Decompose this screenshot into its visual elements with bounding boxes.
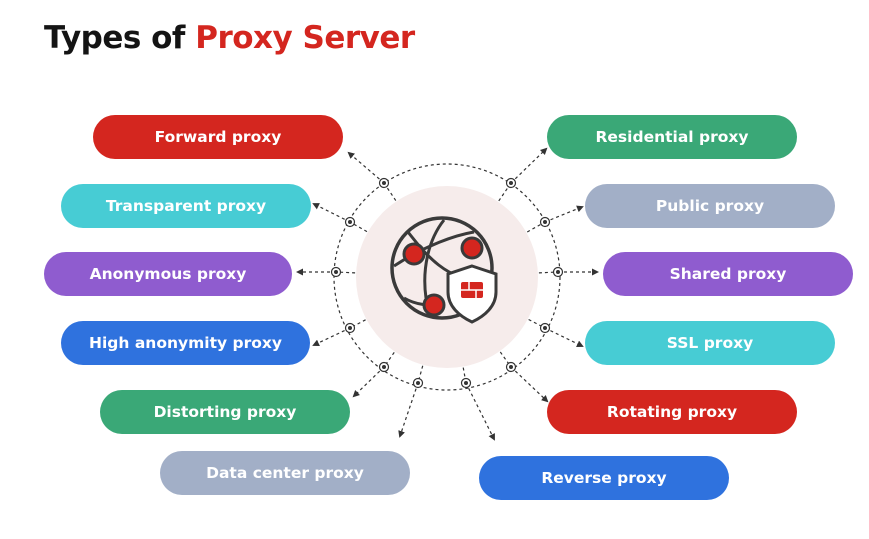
proxy-pill-residential: Residential proxy bbox=[547, 115, 797, 159]
connector-arrow-rotating bbox=[510, 366, 549, 403]
connector-arrow-high-anonymity bbox=[312, 327, 351, 347]
proxy-pill-label: Forward proxy bbox=[154, 128, 282, 146]
title-highlight: Proxy Server bbox=[195, 20, 415, 56]
connector-arrow-public bbox=[544, 205, 584, 223]
connector-node-dot-data-center bbox=[416, 381, 420, 385]
proxy-pill-rotating: Rotating proxy bbox=[547, 390, 797, 434]
connector-node-dot-ssl bbox=[543, 326, 547, 330]
proxy-pill-label: Data center proxy bbox=[206, 464, 364, 482]
connector-arrow-residential bbox=[510, 147, 548, 184]
proxy-pill-transparent: Transparent proxy bbox=[61, 184, 311, 228]
proxy-pill-label: Rotating proxy bbox=[606, 403, 738, 421]
connector-node-dot-anonymous bbox=[334, 270, 338, 274]
title-prefix: Types of bbox=[44, 20, 185, 56]
connector-node-dot-rotating bbox=[509, 365, 513, 369]
connector-arrow-distorting bbox=[352, 366, 385, 398]
proxy-pill-label: SSL proxy bbox=[666, 334, 754, 352]
proxy-pill-label: Distorting proxy bbox=[153, 403, 297, 421]
connector-arrow-ssl bbox=[544, 327, 584, 347]
globe-network-shield-icon bbox=[390, 216, 498, 324]
proxy-pill-high-anonymity: High anonymity proxy bbox=[61, 321, 310, 365]
proxy-pill-reverse: Reverse proxy bbox=[479, 456, 729, 500]
proxy-pill-label: Shared proxy bbox=[669, 265, 787, 283]
proxy-pill-shared: Shared proxy bbox=[603, 252, 853, 296]
connector-node-dot-high-anonymity bbox=[348, 326, 352, 330]
proxy-pill-public: Public proxy bbox=[585, 184, 835, 228]
connector-node-dot-shared bbox=[556, 270, 560, 274]
connector-arrow-transparent bbox=[312, 203, 351, 223]
proxy-pill-label: Public proxy bbox=[655, 197, 765, 215]
connector-node-dot-distorting bbox=[382, 365, 386, 369]
connector-node-dot-reverse bbox=[464, 381, 468, 385]
connector-node-dot-public bbox=[543, 220, 547, 224]
connector-node-dot-forward bbox=[382, 181, 386, 185]
connector-arrow-forward bbox=[347, 151, 385, 184]
proxy-pill-label: Reverse proxy bbox=[541, 469, 667, 487]
connector-arrow-data-center bbox=[398, 382, 419, 438]
proxy-pill-label: Transparent proxy bbox=[105, 197, 267, 215]
connector-node-dot-residential bbox=[509, 181, 513, 185]
proxy-pill-label: Residential proxy bbox=[595, 128, 749, 146]
connector-arrow-reverse bbox=[465, 382, 495, 441]
proxy-pill-ssl: SSL proxy bbox=[585, 321, 835, 365]
proxy-pill-distorting: Distorting proxy bbox=[100, 390, 350, 434]
diagram-title: Types of Proxy Server bbox=[44, 20, 415, 56]
proxy-pill-data-center: Data center proxy bbox=[160, 451, 410, 495]
proxy-pill-label: High anonymity proxy bbox=[89, 334, 282, 352]
dashed-orbit bbox=[333, 163, 561, 391]
proxy-pill-anonymous: Anonymous proxy bbox=[44, 252, 292, 296]
proxy-pill-forward: Forward proxy bbox=[93, 115, 343, 159]
proxy-pill-label: Anonymous proxy bbox=[89, 265, 247, 283]
connector-node-dot-transparent bbox=[348, 220, 352, 224]
